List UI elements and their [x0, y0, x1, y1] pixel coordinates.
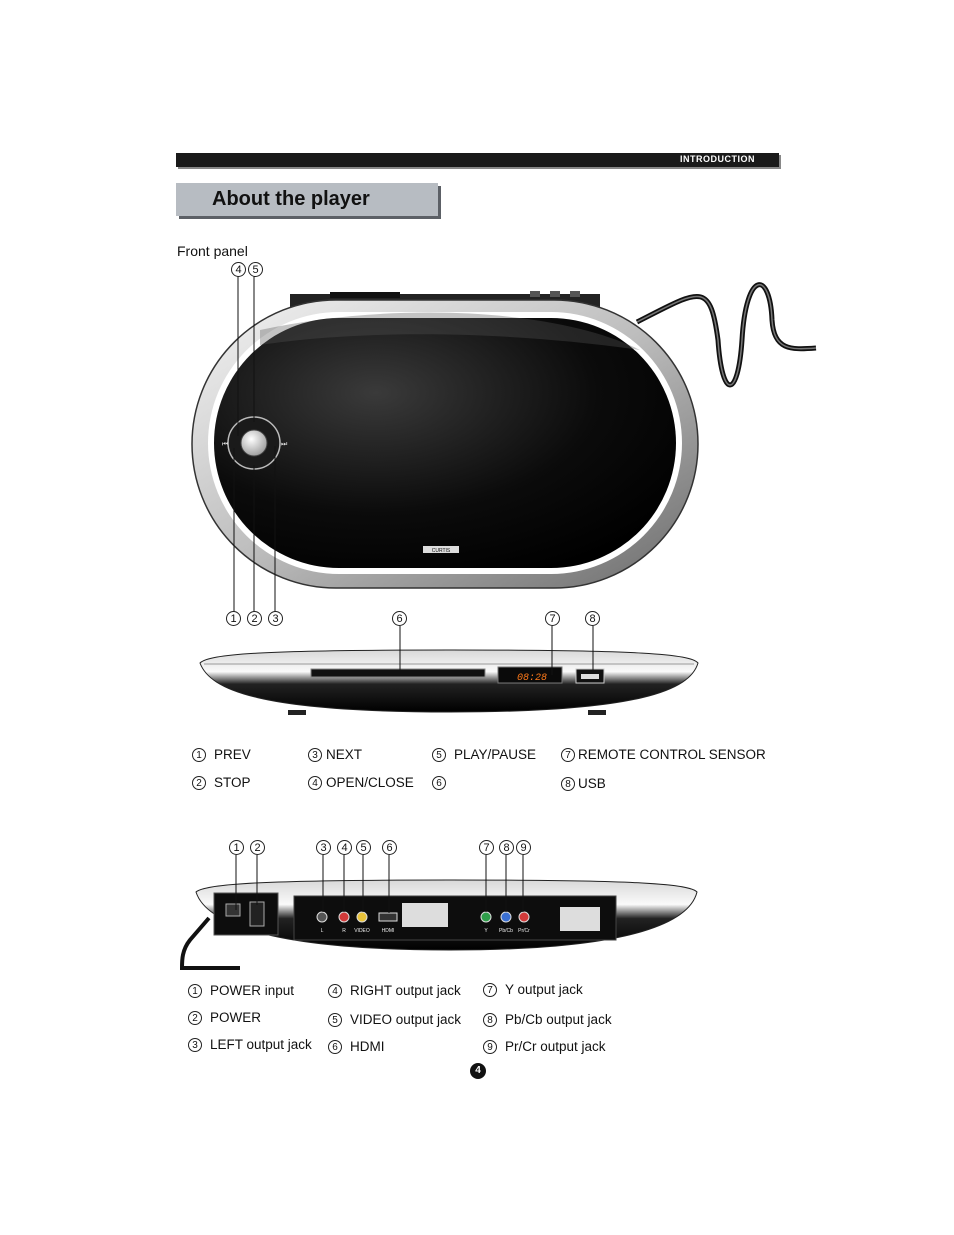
callout-3: 3 [268, 611, 283, 626]
player-top-view: ⏮ ⏭ CURTIS [191, 276, 817, 612]
jack-label-hdmi: HDMI [382, 928, 395, 934]
jack-label-y: Y [484, 928, 488, 934]
page-title-box: About the player [176, 183, 438, 216]
callout-6: 6 [392, 611, 407, 626]
jack-label-pr: Pr/Cr [518, 928, 530, 934]
section-header-bar: INTRODUCTION [176, 153, 779, 167]
page-title: About the player [212, 188, 370, 210]
back-callout-3: 3 [316, 840, 331, 855]
player-back-view: L R VIDEO HDMI Y Pb/Cb Pr/Cr [179, 855, 698, 970]
callout-1: 1 [226, 611, 241, 626]
player-front-view: 08:28 [199, 626, 699, 715]
back-callout-7: 7 [479, 840, 494, 855]
svg-text:⏭: ⏭ [281, 441, 288, 448]
jack-label-pb: Pb/Cb [499, 928, 513, 934]
back-callout-4: 4 [337, 840, 352, 855]
svg-text:⏮: ⏮ [222, 441, 228, 448]
jack-label-video: VIDEO [354, 928, 370, 934]
back-callout-8: 8 [499, 840, 514, 855]
callout-7: 7 [545, 611, 560, 626]
back-callout-6: 6 [382, 840, 397, 855]
back-callout-5: 5 [356, 840, 371, 855]
section-label: INTRODUCTION [680, 154, 755, 164]
callout-5: 5 [248, 262, 263, 277]
jack-label-r: R [342, 928, 346, 934]
led-display: 08:28 [517, 673, 547, 684]
callout-2: 2 [247, 611, 262, 626]
front-panel-label: Front panel [177, 243, 248, 259]
back-callout-9: 9 [516, 840, 531, 855]
brand-logo-top: CURTIS [432, 548, 451, 554]
callout-8: 8 [585, 611, 600, 626]
back-callout-1: 1 [229, 840, 244, 855]
callout-4: 4 [231, 262, 246, 277]
page-number: 4 [470, 1063, 486, 1079]
back-callout-2: 2 [250, 840, 265, 855]
front-legend-6: 6 [432, 775, 454, 791]
jack-label-l: L [321, 928, 324, 934]
